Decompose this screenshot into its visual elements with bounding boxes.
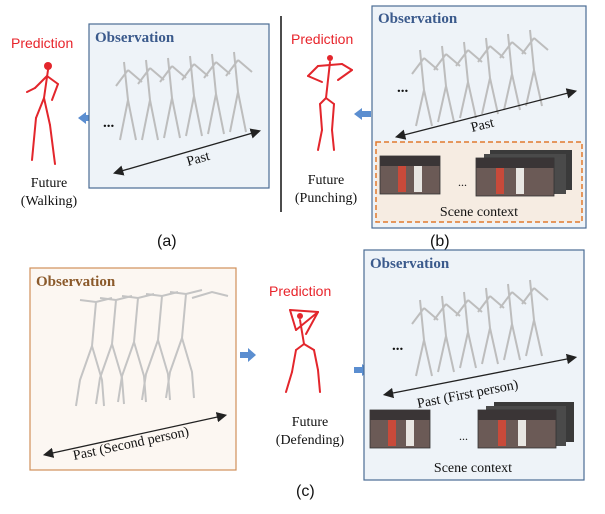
scene-frames — [379, 150, 572, 197]
observation-title: Observation — [36, 274, 116, 290]
observed-skeletons-first-person — [411, 279, 549, 377]
past-label: Past — [185, 149, 212, 170]
frames-ellipsis: ... — [459, 429, 468, 443]
future-label: Future — [31, 176, 68, 191]
caption-a: (a) — [157, 233, 177, 250]
time-arrow — [394, 88, 578, 140]
panel-a: Prediction Future (Walking) Observation — [11, 23, 270, 250]
time-arrow — [382, 353, 578, 399]
action-label: (Walking) — [21, 194, 78, 209]
time-arrow — [113, 128, 261, 176]
observation-title: Observation — [378, 11, 458, 27]
caption-b: (b) — [430, 233, 450, 250]
ellipsis: ... — [103, 115, 115, 131]
ellipsis: ... — [392, 338, 404, 354]
observed-skeletons-second-person — [75, 289, 229, 407]
observed-skeletons — [115, 51, 253, 141]
prediction-label: Prediction — [11, 35, 73, 51]
prediction-label: Prediction — [269, 283, 331, 299]
panel-b: Prediction Future (Punching) Observation — [291, 5, 587, 250]
action-label: (Defending) — [276, 433, 345, 448]
predicted-skeleton-walking — [26, 62, 59, 165]
flow-arrow-right — [240, 348, 256, 362]
caption-c: (c) — [296, 483, 315, 500]
time-arrow — [42, 412, 228, 458]
scene-frames — [369, 402, 574, 449]
flow-arrow — [354, 108, 371, 120]
frames-ellipsis: ... — [458, 175, 467, 189]
action-label: (Punching) — [295, 191, 358, 206]
observation-box — [88, 23, 270, 189]
scene-context-label: Scene context — [434, 461, 512, 476]
prediction-label: Prediction — [291, 31, 353, 47]
future-label: Future — [308, 173, 345, 188]
panel-c: Observation Past (Second person) Predict… — [29, 249, 585, 500]
scene-context-label: Scene context — [440, 205, 518, 220]
future-label: Future — [292, 415, 329, 430]
ellipsis: ... — [397, 80, 409, 96]
past-label: Past — [469, 116, 495, 136]
predicted-skeleton-defending — [285, 309, 321, 393]
observed-skeletons — [411, 29, 549, 127]
observation-title: Observation — [370, 256, 450, 272]
predicted-skeleton-punching — [307, 55, 353, 151]
observation-title: Observation — [95, 30, 175, 46]
